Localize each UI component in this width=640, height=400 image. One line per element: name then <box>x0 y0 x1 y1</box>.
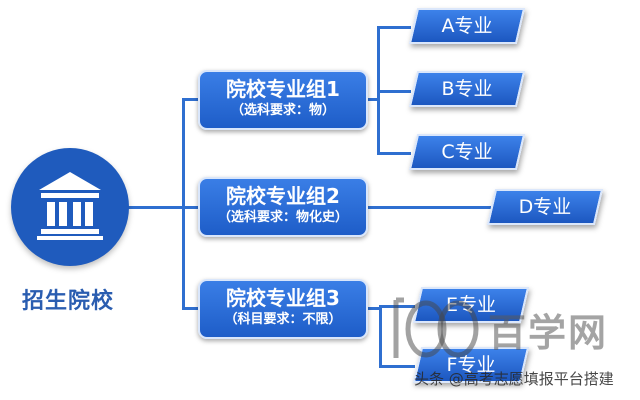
group-box-1: 院校专业组1 （选科要求：物） <box>198 70 368 130</box>
group-title: 院校专业组3 <box>226 286 340 310</box>
major-c: C专业 <box>408 134 526 170</box>
group-title: 院校专业组1 <box>226 77 340 101</box>
connector-group1-out <box>367 98 379 101</box>
group-box-3: 院校专业组3 （科目要求：不限） <box>198 279 368 339</box>
group-requirement: （科目要求：不限） <box>224 312 342 327</box>
major-label: A专业 <box>441 15 493 37</box>
watermark-logo-text: 百学网 <box>488 311 609 355</box>
group-requirement: （选科要求：物化史） <box>217 210 348 225</box>
connector-major-f <box>379 365 415 368</box>
connector-major-a <box>377 26 411 29</box>
major-a: A专业 <box>408 8 526 44</box>
connector-group1 <box>182 98 199 101</box>
connector-group3-out <box>367 307 381 310</box>
major-label: D专业 <box>518 196 572 218</box>
group-requirement: （选科要求：物） <box>230 103 335 118</box>
group-title: 院校专业组2 <box>226 184 340 208</box>
major-label: B专业 <box>441 78 493 100</box>
major-label: C专业 <box>441 141 493 163</box>
school-label: 招生院校 <box>22 289 115 314</box>
connector-group2 <box>182 206 199 209</box>
major-d: D专业 <box>486 189 604 225</box>
major-b: B专业 <box>408 71 526 107</box>
connector-major-c <box>377 152 411 155</box>
connector-majors-ef-vertical <box>379 305 382 367</box>
watermark-caption: 头条 @高考志愿填报平台搭建 <box>414 370 614 388</box>
school-node <box>11 148 129 266</box>
watermark-logo-icon <box>393 297 479 358</box>
connector-groups-vertical <box>182 98 185 309</box>
connector-major-b <box>377 90 411 93</box>
connector-major-d <box>367 206 491 209</box>
university-building-icon <box>37 172 103 240</box>
connector-school-trunk <box>128 206 184 209</box>
group-box-2: 院校专业组2 （选科要求：物化史） <box>198 177 368 237</box>
connector-group3 <box>182 307 199 310</box>
